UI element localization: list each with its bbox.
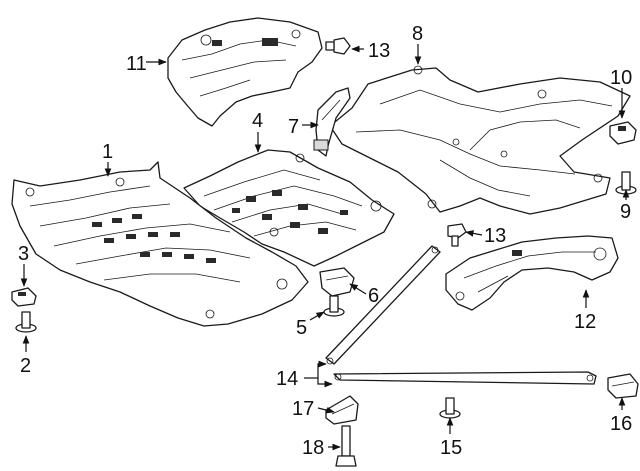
part-3-nut-clip [11,287,37,307]
part-4-center-shield [183,149,395,267]
part-8-rear-shield [329,65,631,215]
callout-13-upper: 13 [368,40,390,62]
part-16-clip [607,373,639,399]
bolt-part-15 [439,397,461,419]
callout-7: 7 [288,116,299,138]
callout-10: 10 [610,67,632,89]
callout-6: 6 [368,285,379,307]
bolt-part-13-upper [325,37,351,55]
callout-4: 4 [252,110,263,132]
callout-12: 12 [574,311,596,333]
part-17-bracket [325,395,359,425]
callout-9: 9 [620,201,631,223]
callout-13-lower: 13 [484,225,506,247]
callout-16: 16 [610,413,632,435]
bolt-part-13-lower [447,223,467,247]
part-10-nut-clip [609,121,637,145]
callout-8: 8 [412,23,423,45]
part-12-side-shield [445,235,619,311]
callout-17: 17 [292,398,314,420]
callout-14: 14 [276,368,298,390]
part-6-clip [319,267,355,297]
part-1-front-shield [11,161,309,327]
callout-15: 15 [440,437,462,459]
callout-11: 11 [126,53,147,75]
callout-2: 2 [20,355,31,377]
callout-5: 5 [296,317,307,339]
leader-lines [20,44,630,451]
part-7-bracket [313,87,351,157]
bolt-part-18 [335,425,357,467]
part-14-strut-diagonal [325,245,441,365]
bolt-part-2 [15,311,37,333]
part-14-strut-horizontal [333,371,597,385]
callout-3: 3 [18,243,29,265]
callout-1: 1 [102,141,113,163]
part-11-upper-shield [167,17,323,127]
callout-18: 18 [302,437,324,459]
bolt-part-5 [323,295,345,317]
